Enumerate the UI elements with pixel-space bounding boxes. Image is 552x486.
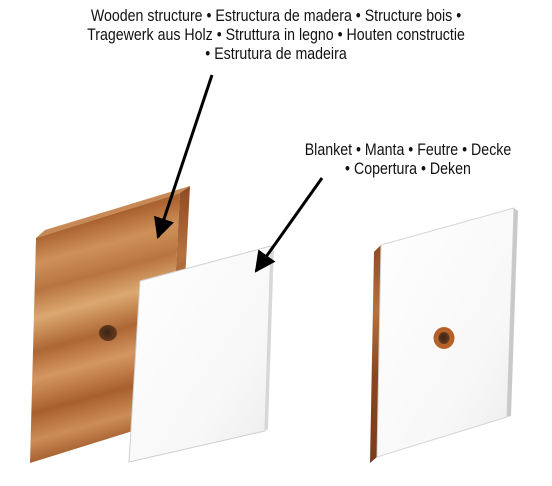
blanket-label-line-1: Blanket • Manta • Feutre • Decke <box>304 141 512 159</box>
blanket-label: Blanket • Manta • Feutre • Decke • Coper… <box>245 141 552 179</box>
wood-label-arrow <box>154 74 214 239</box>
assembled-panel-left-edge <box>370 245 381 463</box>
wood-structure-label: Wooden structure • Estructura de madera … <box>25 7 527 64</box>
blanket-sheet-face <box>128 245 272 463</box>
wood-panel-top-edge <box>36 186 190 238</box>
assembled-panel-right <box>370 207 518 463</box>
wood-structure-label-line-3: • Estrutura de madeira <box>205 45 347 63</box>
assembled-panel-right-edge <box>507 208 518 417</box>
blanket-label-arrow <box>254 177 324 273</box>
assembled-panel-hole <box>438 332 450 344</box>
blanket-sheet <box>128 244 274 463</box>
wood-structure-label-line-2: Tragewerk aus Holz • Struttura in legno … <box>87 26 465 44</box>
blanket-sheet-edge <box>265 244 274 431</box>
wood-panel-hole <box>99 325 117 341</box>
wood-structure-label-line-1: Wooden structure • Estructura de madera … <box>90 7 462 25</box>
blanket-label-line-2: • Copertura • Deken <box>345 160 471 178</box>
